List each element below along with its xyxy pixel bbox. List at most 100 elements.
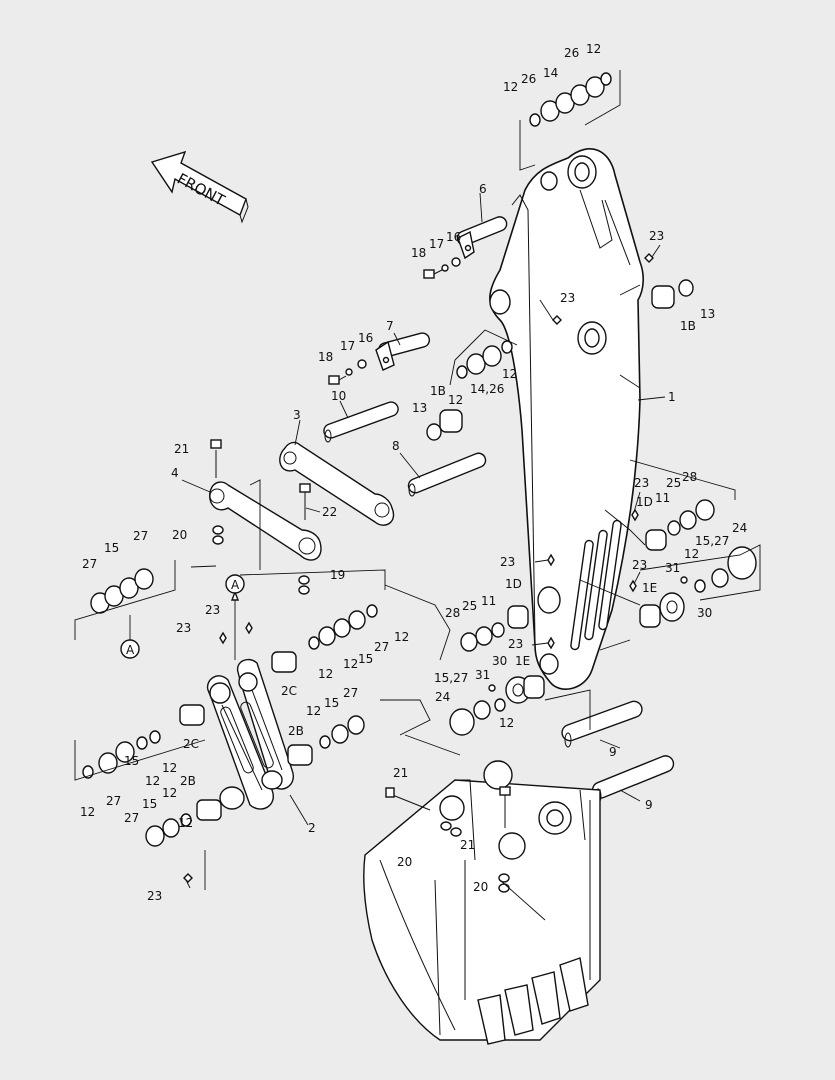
callout-27: 27 [374, 640, 389, 654]
callout-27: 27 [133, 529, 148, 543]
callout-12: 12 [178, 816, 193, 830]
callout-leaders [181, 192, 666, 889]
callout-21: 21 [393, 766, 408, 780]
callout-15-27: 15,27 [434, 671, 468, 685]
callout-22: 22 [322, 505, 337, 519]
callout-12: 12 [394, 630, 409, 644]
callout-12: 12 [343, 657, 358, 671]
callout-15: 15 [142, 797, 157, 811]
callout-23: 23 [649, 229, 664, 243]
callout-13: 13 [412, 401, 427, 415]
pin-8 [407, 452, 487, 497]
callout-4: 4 [171, 466, 179, 480]
callout-23: 23 [634, 476, 649, 490]
callout-12: 12 [80, 805, 95, 819]
callout-2B: 2B [180, 774, 196, 788]
callout-2: 2 [308, 821, 316, 835]
callout-12: 12 [162, 786, 177, 800]
callout-27: 27 [124, 811, 139, 825]
callout-18: 18 [411, 246, 426, 260]
callout-15: 15 [358, 652, 373, 666]
detail-ref-A-top: A [225, 574, 245, 594]
callout-9: 9 [609, 745, 617, 759]
callout-23: 23 [632, 558, 647, 572]
callout-26: 26 [564, 46, 579, 60]
callout-18: 18 [318, 350, 333, 364]
callout-6: 6 [479, 182, 487, 196]
callout-labels: 1 1B 1B 1D 1D 1E 1E 2 2B 2B 2C 2C 3 4 6 … [80, 42, 747, 903]
callout-31: 31 [665, 561, 680, 575]
callout-12: 12 [162, 761, 177, 775]
callout-15: 15 [104, 541, 119, 555]
callout-3: 3 [293, 408, 301, 422]
callout-25: 25 [462, 599, 477, 613]
callout-21: 21 [174, 442, 189, 456]
pin-10 [323, 401, 399, 443]
callout-11: 11 [481, 594, 496, 608]
callout-28: 28 [445, 606, 460, 620]
callout-26: 26 [521, 72, 536, 86]
callout-27: 27 [106, 794, 121, 808]
callout-10: 10 [331, 389, 346, 403]
callout-1B: 1B [680, 319, 696, 333]
pin-7 [375, 332, 431, 371]
detail-ref-A-bottom: A [120, 639, 140, 659]
callout-14: 14 [543, 66, 558, 80]
assembly-frames [74, 70, 761, 921]
callout-12: 12 [503, 80, 518, 94]
callout-1B: 1B [430, 384, 446, 398]
callout-16: 16 [446, 230, 461, 244]
callout-23: 23 [205, 603, 220, 617]
pin-6 [456, 216, 508, 260]
callout-20: 20 [172, 528, 187, 542]
callout-20: 20 [473, 880, 488, 894]
callout-30: 30 [492, 654, 507, 668]
fasteners [183, 253, 688, 893]
callout-30: 30 [697, 606, 712, 620]
callout-15: 15 [324, 696, 339, 710]
callout-23: 23 [147, 889, 162, 903]
callout-20: 20 [397, 855, 412, 869]
callout-8: 8 [392, 439, 400, 453]
callout-2B: 2B [288, 724, 304, 738]
detail-ref-label: A [231, 578, 240, 592]
bucket [363, 760, 601, 1045]
callout-17: 17 [340, 339, 355, 353]
callout-1D: 1D [505, 577, 522, 591]
callout-13: 13 [700, 307, 715, 321]
callout-23: 23 [176, 621, 191, 635]
pin-9-upper [561, 700, 643, 748]
callout-1D: 1D [636, 495, 653, 509]
callout-2C: 2C [281, 684, 297, 698]
link-2 [206, 658, 294, 810]
callout-12: 12 [502, 367, 517, 381]
front-arrow: FRONT [150, 150, 249, 224]
link-3 [279, 441, 395, 526]
callout-31: 31 [475, 668, 490, 682]
callout-17: 17 [429, 237, 444, 251]
callout-28: 28 [682, 470, 697, 484]
callout-15-27: 15,27 [695, 534, 729, 548]
washers-and-bushings [82, 72, 757, 847]
boom-arm [489, 148, 644, 690]
callout-23: 23 [500, 555, 515, 569]
callout-12: 12 [448, 393, 463, 407]
callout-2C: 2C [183, 737, 199, 751]
detail-ref-label: A [126, 643, 135, 657]
link-4 [209, 481, 322, 561]
callout-23: 23 [560, 291, 575, 305]
callout-9: 9 [645, 798, 653, 812]
callout-25: 25 [666, 476, 681, 490]
callout-24: 24 [435, 690, 450, 704]
callout-12: 12 [499, 716, 514, 730]
callout-19: 19 [330, 568, 345, 582]
callout-27: 27 [82, 557, 97, 571]
callout-24: 24 [732, 521, 747, 535]
callout-12: 12 [306, 704, 321, 718]
callout-27: 27 [343, 686, 358, 700]
callout-7: 7 [386, 319, 394, 333]
callout-16: 16 [358, 331, 373, 345]
callout-23: 23 [508, 637, 523, 651]
callout-1E: 1E [515, 654, 530, 668]
